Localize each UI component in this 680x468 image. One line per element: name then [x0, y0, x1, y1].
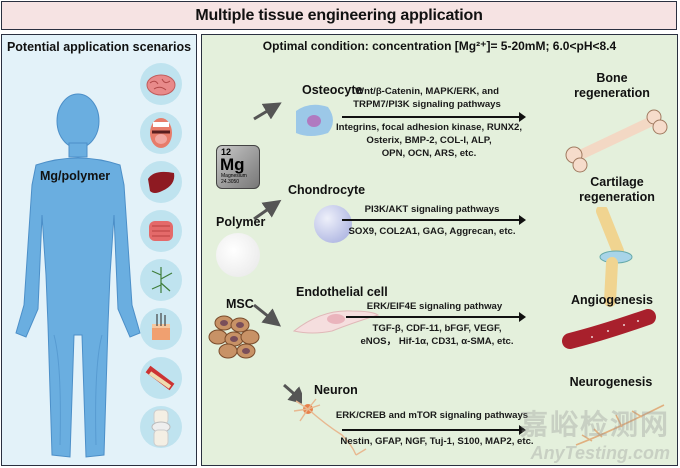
pathway-arrow-neuron	[342, 425, 526, 435]
figure-title: Multiple tissue engineering application	[195, 6, 483, 24]
chondrocyte-cell-icon	[314, 205, 352, 243]
cell-label-chondrocyte: Chondrocyte	[288, 183, 366, 197]
markers-endothelial: TGF-β, CDF-11, bFGF, VEGF, eNOS， Hif-1α,…	[342, 322, 532, 348]
outcome-line: Angiogenesis	[571, 293, 653, 307]
atomic-mass: 24.3050	[221, 179, 240, 185]
marker-line: Integrins, focal adhesion kinase, RUNX2,	[335, 122, 523, 133]
bone-fracture-icon	[140, 357, 182, 399]
liver-icon	[140, 161, 182, 203]
arrow-to-endothelial	[253, 303, 282, 327]
knee-cartilage-icon	[596, 207, 633, 307]
intestine-icon	[140, 210, 182, 252]
cell-label-osteocyte: Osteocyte	[302, 83, 363, 97]
element-symbol: Mg	[220, 155, 245, 174]
pathway-chondrocyte: PI3K/AKT signaling pathways	[342, 203, 522, 216]
magnesium-element-tile: 12 Mg Magnesium 24.3050	[216, 145, 260, 189]
mouth-icon	[140, 112, 182, 154]
pathway-line: TRPM7/PI3K signaling pathways	[353, 99, 501, 110]
skin-icon	[140, 308, 182, 350]
nerve-fiber-icon	[575, 404, 665, 446]
outcome-line: Cartilage	[590, 175, 644, 189]
outcome-neurogenesis: Neurogenesis	[556, 375, 666, 390]
knee-joint-icon	[140, 406, 182, 448]
element-name: Magnesium	[221, 173, 247, 179]
cell-label-endothelial-cell: Endothelial cell	[296, 285, 388, 299]
marker-line: Nestin, GFAP, NGF, Tuj-1, S100, MAP2, et…	[340, 436, 534, 447]
pathway-neuron: ERK/CREB and mTOR signaling pathways	[327, 409, 537, 422]
arrow-to-neuron	[283, 383, 302, 405]
human-body-icon	[15, 93, 141, 458]
watermark: 嘉峪检测网 AnyTesting.com	[520, 403, 670, 464]
polymer-sphere-icon	[216, 233, 260, 277]
cell-label-neuron: Neuron	[314, 383, 358, 397]
outcome-line: Neurogenesis	[569, 375, 653, 389]
outcome-bone-regeneration: Bone regeneration	[562, 71, 662, 101]
tissue-engineering-panel: Optimal condition: concentration [Mg²⁺]=…	[201, 34, 678, 466]
pathway-arrow-osteocyte	[342, 112, 526, 122]
marker-line: Osterix, BMP-2, COL-I, ALP,	[366, 135, 492, 146]
potential-scenarios-panel: Potential application scenarios Mg/polym…	[1, 34, 197, 466]
neuron-cell-icon	[293, 398, 367, 456]
osteocyte-cell-icon	[296, 104, 333, 136]
pathway-line: PI3K/AKT signaling pathways	[364, 204, 500, 215]
source-arrows	[253, 102, 302, 405]
watermark-en: AnyTesting.com	[530, 443, 670, 463]
atomic-number: 12	[221, 147, 232, 157]
pathway-arrow-chondrocyte	[342, 215, 526, 225]
arrow-to-chondrocyte	[253, 199, 282, 221]
outcome-line: Bone	[596, 71, 628, 85]
figure-title-bar: Multiple tissue engineering application	[1, 1, 677, 30]
marker-line: eNOS， Hif-1α, CD31, α-SMA, etc.	[360, 336, 514, 347]
watermark-cn: 嘉峪检测网	[519, 409, 670, 440]
outcome-line: regeneration	[574, 86, 650, 100]
body-label: Mg/polymer	[40, 169, 111, 183]
optimal-condition-text: Optimal condition: concentration [Mg²⁺]=…	[262, 39, 617, 53]
polymer-label: Polymer	[216, 215, 266, 229]
outcome-angiogenesis: Angiogenesis	[562, 293, 662, 308]
marker-line: OPN, OCN, ARS, etc.	[381, 148, 477, 159]
pathway-line: ERK/EIF4E signaling pathway	[366, 301, 503, 312]
outcome-cartilage-regeneration: Cartilage regeneration	[562, 175, 672, 205]
markers-neuron: Nestin, GFAP, NGF, Tuj-1, S100, MAP2, et…	[322, 435, 552, 448]
markers-chondrocyte: SOX9, COL2A1, GAG, Aggrecan, etc.	[332, 225, 532, 238]
pathway-arrow-endothelial	[346, 312, 526, 322]
outcome-line: regeneration	[579, 190, 655, 204]
pathway-endothelial: ERK/EIF4E signaling pathway	[347, 300, 522, 313]
arrow-to-osteocyte	[253, 102, 282, 121]
msc-label: MSC	[226, 297, 254, 311]
panel-title: Potential application scenarios	[6, 40, 192, 54]
pathway-line: ERK/CREB and mTOR signaling pathways	[335, 410, 529, 421]
blood-vessel-icon	[562, 309, 656, 349]
markers-osteocyte: Integrins, focal adhesion kinase, RUNX2,…	[322, 121, 536, 160]
marker-line: SOX9, COL2A1, GAG, Aggrecan, etc.	[348, 226, 516, 237]
pathway-osteocyte: Wnt/β-Catenin, MAPK/ERK, and TRPM7/PI3K …	[327, 85, 527, 111]
pathway-line: Wnt/β-Catenin, MAPK/ERK, and	[355, 86, 499, 97]
msc-cells-icon	[208, 315, 260, 359]
brain-icon	[140, 63, 182, 105]
marker-line: TGF-β, CDF-11, bFGF, VEGF,	[372, 323, 502, 334]
bone-icon	[565, 109, 668, 173]
nerve-icon	[140, 259, 182, 301]
